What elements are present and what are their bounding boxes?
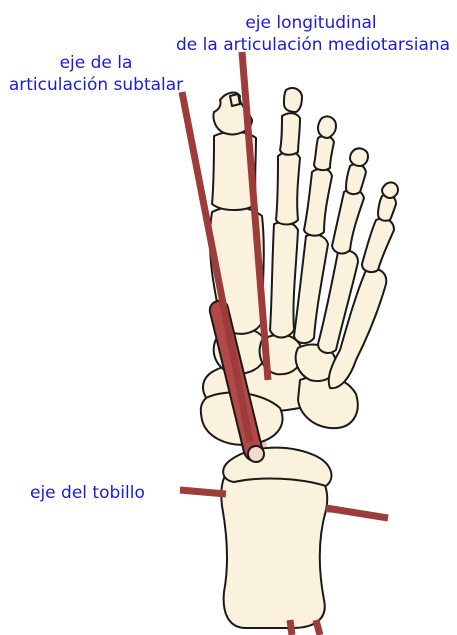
subtalar-axis-line-bottom: [316, 620, 320, 635]
ankle-axis-label: eje del tobillo: [30, 482, 145, 504]
hallux-nail: [230, 94, 240, 106]
toe-5-distal-phalanx: [382, 182, 398, 198]
toe-3-middle-phalanx: [314, 136, 334, 170]
subtalar-axis-label: eje de la articulación subtalar: [6, 52, 186, 96]
toe-4-proximal-phalanx: [332, 189, 364, 253]
tendon-end: [248, 446, 264, 462]
toe-3-distal-phalanx: [318, 116, 336, 138]
longitudinal-axis-line-bottom: [290, 620, 292, 635]
toe-2-proximal-phalanx: [276, 152, 300, 225]
longitudinal-label-line1: eje longitudinal: [176, 12, 446, 34]
cuboid-bone: [298, 376, 358, 428]
toe-2-middle-phalanx: [280, 113, 300, 155]
toe-5-proximal-phalanx: [362, 218, 394, 272]
ankle-axis-line-right: [326, 508, 388, 518]
toe-4-distal-phalanx: [350, 148, 368, 166]
toe-2-distal-phalanx: [284, 88, 302, 112]
metatarsal-2: [270, 222, 298, 338]
subtalar-label-line2: articulación subtalar: [6, 74, 186, 96]
toe-4-middle-phalanx: [346, 164, 366, 194]
longitudinal-label-line2: de la articulación mediotarsiana: [176, 34, 446, 56]
subtalar-label-line1: eje de la: [6, 52, 186, 74]
toe-3-proximal-phalanx: [304, 169, 332, 236]
longitudinal-axis-label: eje longitudinal de la articulación medi…: [176, 12, 446, 56]
tibia-bone: [221, 460, 327, 628]
ankle-axis-line-left: [180, 490, 226, 494]
